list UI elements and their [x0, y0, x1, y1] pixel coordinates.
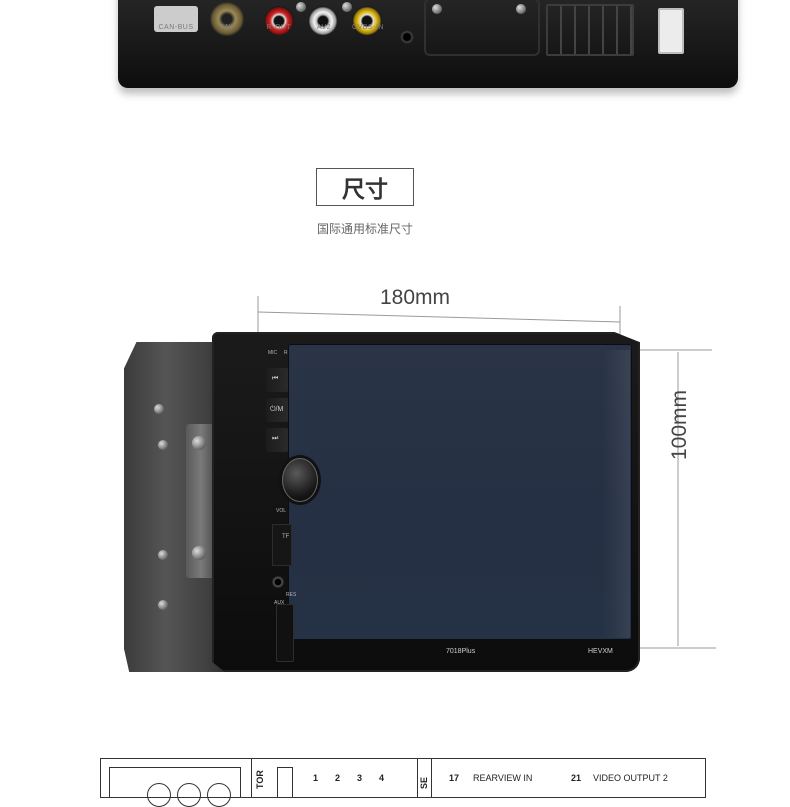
port-label: ANT	[220, 24, 236, 31]
circle-icon	[147, 783, 171, 807]
width-label: 180mm	[380, 286, 451, 309]
circle-icon	[207, 783, 231, 807]
aux-label: AUX	[274, 600, 285, 606]
pin-label: 3	[357, 773, 363, 783]
next-icon: ⏭	[272, 435, 279, 442]
usb-cover[interactable]	[276, 604, 294, 662]
vol-label: VOL	[276, 508, 287, 514]
cage-screw	[158, 550, 168, 560]
model-label: 7018Plus	[446, 648, 476, 655]
rca-yellow-jack	[352, 6, 382, 36]
iso-connector	[546, 4, 634, 56]
touch-screen[interactable]	[288, 344, 632, 640]
wire-text: REARVIEW IN	[473, 773, 533, 783]
section-title: 尺寸	[316, 168, 414, 206]
wire-number: 21	[571, 773, 582, 783]
pin-box	[277, 767, 293, 798]
circle-icon	[177, 783, 201, 807]
usb-port	[658, 8, 684, 54]
port-label: R-OUT	[266, 24, 292, 31]
reset-label: R	[284, 350, 288, 356]
pin-label: 2	[335, 773, 341, 783]
brand-label: HEVXM	[588, 648, 613, 655]
panel-screw	[516, 4, 526, 14]
rca-red-jack	[264, 6, 294, 36]
wiring-cell-pins: 1 2 3 4	[269, 759, 418, 798]
cage-screw	[158, 440, 168, 450]
wiring-cell-monitor	[101, 759, 252, 807]
wiring-diagram: TOR 1 2 3 4 SE 17 REARVIEW IN 21 VIDEO O…	[100, 758, 706, 807]
port-label: CVBS-IN	[352, 24, 384, 31]
power-icon: ⏻/M	[270, 406, 284, 413]
port-label: AV2	[316, 24, 332, 31]
wire-text: VIDEO OUTPUT 2	[593, 773, 668, 783]
power-mode-button[interactable]: ⏻/M	[266, 398, 288, 422]
height-label: 100mm	[668, 389, 691, 460]
cage-screw	[158, 600, 168, 610]
width-dimension-line	[257, 311, 621, 323]
next-button[interactable]: ⏭	[266, 428, 288, 452]
rear-bracket	[424, 0, 540, 56]
rear-panel: CAN-BUS ANT R-OUT AV2 CVBS-IN	[118, 0, 738, 88]
tf-card-slot[interactable]	[272, 524, 292, 566]
aux-jack[interactable]	[272, 576, 284, 588]
fuse-label: SE	[419, 776, 429, 789]
canbus-connector	[154, 6, 198, 32]
rca-white-jack	[308, 6, 338, 36]
mic-label: MIC	[268, 350, 278, 356]
panel-screw	[296, 2, 306, 12]
section-subtitle: 国际通用标准尺寸	[316, 222, 413, 236]
cage-screw	[154, 404, 164, 414]
monitor-label: TOR	[255, 770, 265, 789]
res-label: RES	[286, 592, 297, 598]
mic-jack	[400, 30, 414, 44]
wiring-inner-box	[109, 767, 241, 798]
tf-label: TF	[282, 534, 290, 540]
prev-button[interactable]: ⏮	[266, 368, 288, 392]
bracket-screw	[192, 436, 206, 450]
bracket-screw	[192, 546, 206, 560]
prev-icon: ⏮	[272, 375, 279, 382]
volume-knob[interactable]	[282, 458, 318, 502]
pin-label: 1	[313, 773, 319, 783]
pin-label: 4	[379, 773, 385, 783]
port-label: CAN-BUS	[158, 24, 194, 31]
wire-number: 17	[449, 773, 460, 783]
panel-screw	[342, 2, 352, 12]
antenna-jack	[210, 2, 244, 36]
screen-gloss	[602, 350, 630, 638]
wiring-cell-divider	[431, 759, 432, 797]
panel-screw	[432, 4, 442, 14]
